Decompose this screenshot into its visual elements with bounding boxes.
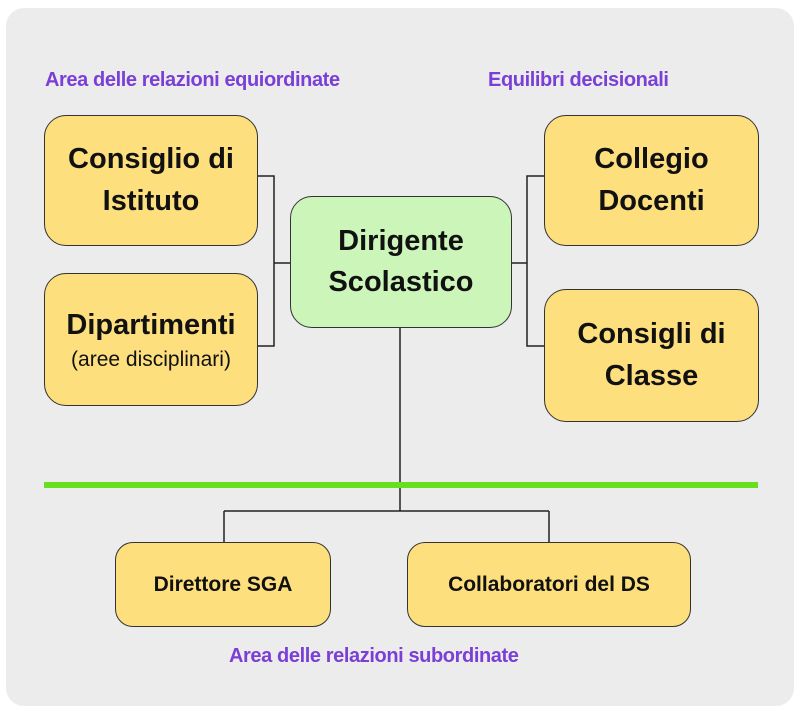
- bottom-branch-connector: [223, 510, 550, 543]
- node-dipartimenti-title: Dipartimenti: [66, 309, 236, 342]
- left-bracket-connector: [257, 175, 291, 347]
- label-area-subordinate: Area delle relazioni subordinate: [229, 645, 519, 667]
- node-consiglio-di-istituto-line2: Istituto: [102, 184, 200, 217]
- node-collaboratori-del-ds-label: Collaboratori del DS: [448, 572, 650, 596]
- node-consiglio-di-istituto: Consiglio di Istituto: [44, 115, 258, 246]
- node-consigli-di-classe: Consigli di Classe: [544, 289, 759, 422]
- node-dirigente-scolastico: Dirigente Scolastico: [290, 196, 512, 328]
- label-area-equiordinate: Area delle relazioni equiordinate: [45, 69, 340, 91]
- node-collegio-docenti: Collegio Docenti: [544, 115, 759, 246]
- node-dirigente-line1: Dirigente: [338, 224, 464, 257]
- node-dipartimenti: Dipartimenti (aree disciplinari): [44, 273, 258, 406]
- node-collegio-docenti-line2: Docenti: [598, 184, 705, 217]
- right-bracket-connector: [512, 175, 545, 347]
- label-equilibri-decisionali: Equilibri decisionali: [488, 69, 669, 91]
- node-consiglio-di-istituto-line1: Consiglio di: [68, 143, 234, 176]
- node-consigli-di-classe-line2: Classe: [604, 359, 699, 392]
- node-dirigente-line2: Scolastico: [328, 266, 474, 298]
- node-dipartimenti-subtitle: (aree disciplinari): [71, 348, 231, 372]
- node-collaboratori-del-ds: Collaboratori del DS: [407, 542, 691, 627]
- node-collegio-docenti-line1: Collegio: [594, 143, 709, 176]
- node-direttore-sga: Direttore SGA: [115, 542, 331, 627]
- node-direttore-sga-label: Direttore SGA: [153, 572, 293, 596]
- node-consigli-di-classe-line1: Consigli di: [577, 318, 726, 351]
